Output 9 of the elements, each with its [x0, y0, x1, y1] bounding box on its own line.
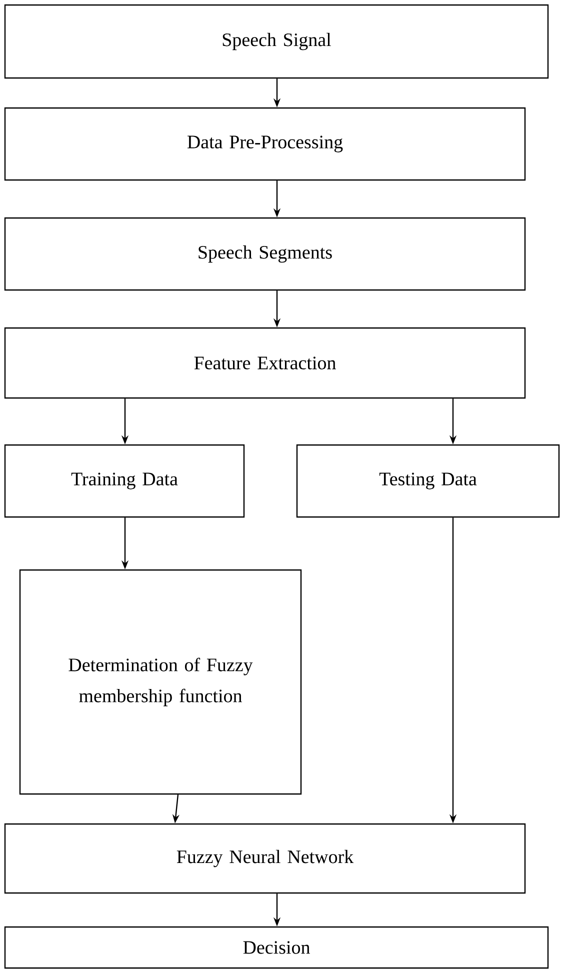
process-box: Testing Data — [296, 444, 560, 518]
process-box: Determination of Fuzzy membership function — [19, 569, 302, 795]
process-box: Speech Segments — [4, 217, 526, 291]
process-box: Fuzzy Neural Network — [4, 823, 526, 894]
process-box: Feature Extraction — [4, 327, 526, 399]
process-box: Speech Signal — [4, 4, 549, 79]
process-box: Decision — [4, 926, 549, 969]
process-box: Data Pre-Processing — [4, 107, 526, 181]
process-box: Training Data — [4, 444, 245, 518]
